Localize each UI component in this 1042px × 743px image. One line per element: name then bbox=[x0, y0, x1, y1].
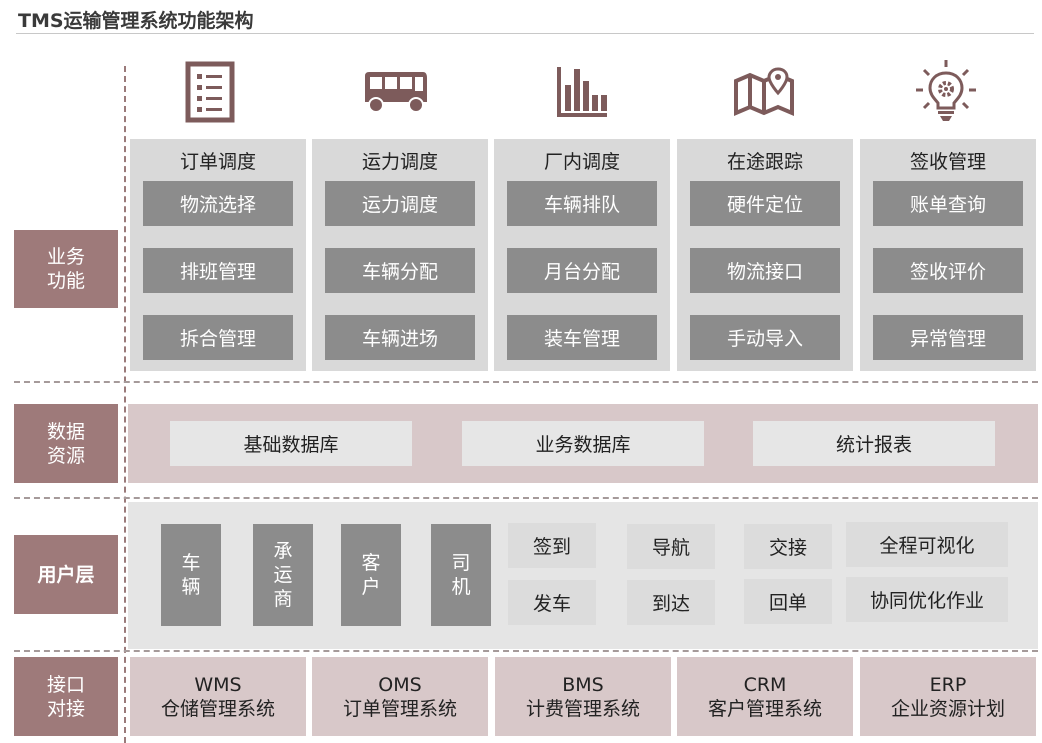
feature-item[interactable]: 物流接口 bbox=[690, 248, 840, 293]
feature-item[interactable]: 物流选择 bbox=[143, 181, 293, 226]
feature-item[interactable]: 月台分配 bbox=[507, 248, 657, 293]
interface-crm[interactable]: CRM 客户管理系统 bbox=[677, 657, 853, 736]
interface-name: 客户管理系统 bbox=[707, 697, 822, 720]
interface-oms[interactable]: OMS 订单管理系统 bbox=[312, 657, 488, 736]
feature-item[interactable]: 装车管理 bbox=[507, 315, 657, 360]
user-action[interactable]: 协同优化作业 bbox=[846, 577, 1008, 622]
feature-item[interactable]: 异常管理 bbox=[873, 315, 1023, 360]
divider-business-data bbox=[14, 381, 1038, 383]
bar-chart-icon bbox=[552, 60, 612, 124]
feature-item[interactable]: 排班管理 bbox=[143, 248, 293, 293]
interface-name: 订单管理系统 bbox=[342, 697, 457, 720]
interface-code: CRM bbox=[743, 673, 787, 696]
checklist-icon bbox=[180, 60, 240, 124]
user-action[interactable]: 发车 bbox=[508, 580, 596, 625]
bus-icon bbox=[360, 60, 430, 124]
feature-item[interactable]: 硬件定位 bbox=[690, 181, 840, 226]
column-title: 运力调度 bbox=[361, 151, 438, 173]
lightbulb-gear-icon bbox=[916, 60, 976, 124]
data-item-statistics-report[interactable]: 统计报表 bbox=[753, 421, 995, 466]
biz-column-receipt-management: 签收管理 账单查询 签收评价 异常管理 bbox=[860, 139, 1036, 371]
interface-bms[interactable]: BMS 计费管理系统 bbox=[495, 657, 671, 736]
feature-item[interactable]: 签收评价 bbox=[873, 248, 1023, 293]
interface-name: 计费管理系统 bbox=[525, 697, 640, 720]
interface-code: ERP bbox=[929, 673, 967, 696]
biz-column-in-transit-tracking: 在途跟踪 硬件定位 物流接口 手动导入 bbox=[677, 139, 853, 371]
user-action[interactable]: 交接 bbox=[744, 524, 832, 569]
biz-column-order-dispatch: 订单调度 物流选择 排班管理 拆合管理 bbox=[130, 139, 306, 371]
data-resources-band: 基础数据库 业务数据库 统计报表 bbox=[128, 404, 1038, 483]
data-item-base-db[interactable]: 基础数据库 bbox=[170, 421, 412, 466]
interface-wms[interactable]: WMS 仓储管理系统 bbox=[130, 657, 306, 736]
biz-column-yard-dispatch: 厂内调度 车辆排队 月台分配 装车管理 bbox=[494, 139, 670, 371]
feature-item[interactable]: 车辆进场 bbox=[325, 315, 475, 360]
user-role-driver[interactable]: 司 机 bbox=[431, 524, 491, 626]
feature-item[interactable]: 账单查询 bbox=[873, 181, 1023, 226]
interface-code: BMS bbox=[562, 673, 604, 696]
biz-column-capacity-dispatch: 运力调度 运力调度 车辆分配 车辆进场 bbox=[312, 139, 488, 371]
column-title: 厂内调度 bbox=[543, 151, 620, 173]
vertical-divider bbox=[124, 66, 126, 743]
user-action[interactable]: 到达 bbox=[627, 580, 715, 625]
column-title: 在途跟踪 bbox=[726, 151, 803, 173]
feature-item[interactable]: 车辆分配 bbox=[325, 248, 475, 293]
interface-code: OMS bbox=[378, 673, 422, 696]
column-title: 订单调度 bbox=[179, 151, 256, 173]
interface-code: WMS bbox=[194, 673, 242, 696]
layer-label-user: 用户层 bbox=[14, 535, 118, 614]
feature-item[interactable]: 拆合管理 bbox=[143, 315, 293, 360]
feature-item[interactable]: 车辆排队 bbox=[507, 181, 657, 226]
interface-name: 企业资源计划 bbox=[890, 697, 1005, 720]
user-layer-band: 车 辆 承 运 商 客 户 司 机 签到 发车 导航 到达 交接 回单 全程可视… bbox=[128, 502, 1038, 649]
user-role-carrier[interactable]: 承 运 商 bbox=[253, 524, 313, 626]
data-item-business-db[interactable]: 业务数据库 bbox=[462, 421, 704, 466]
column-title: 签收管理 bbox=[909, 151, 986, 173]
user-role-vehicle[interactable]: 车 辆 bbox=[161, 524, 221, 626]
user-action[interactable]: 签到 bbox=[508, 523, 596, 568]
interface-erp[interactable]: ERP 企业资源计划 bbox=[860, 657, 1036, 736]
feature-item[interactable]: 手动导入 bbox=[690, 315, 840, 360]
divider-data-user bbox=[14, 497, 1038, 499]
title-divider bbox=[16, 33, 1034, 34]
layer-label-business: 业务 功能 bbox=[14, 230, 118, 308]
user-action[interactable]: 导航 bbox=[627, 524, 715, 569]
page-title: TMS运输管理系统功能架构 bbox=[18, 10, 254, 32]
user-action[interactable]: 回单 bbox=[744, 579, 832, 624]
layer-label-data: 数据 资源 bbox=[14, 404, 118, 483]
interface-name: 仓储管理系统 bbox=[160, 697, 275, 720]
map-pin-icon bbox=[734, 60, 794, 124]
user-action[interactable]: 全程可视化 bbox=[846, 522, 1008, 567]
user-role-customer[interactable]: 客 户 bbox=[341, 524, 401, 626]
layer-label-interface: 接口 对接 bbox=[14, 657, 118, 736]
divider-user-interface bbox=[14, 650, 1038, 652]
feature-item[interactable]: 运力调度 bbox=[325, 181, 475, 226]
